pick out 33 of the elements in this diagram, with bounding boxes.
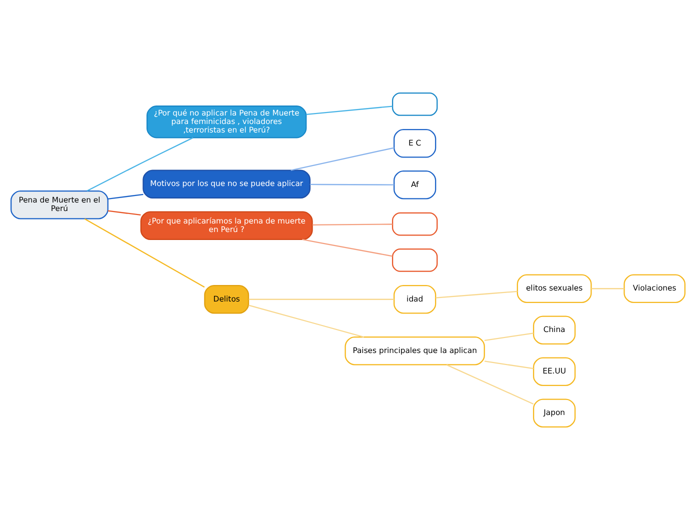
node-box: Japon bbox=[532, 398, 576, 428]
node-box: Delitos bbox=[204, 284, 250, 314]
connector bbox=[446, 364, 534, 405]
connector bbox=[310, 184, 394, 186]
connector bbox=[248, 298, 394, 300]
node-box: Af bbox=[394, 170, 436, 200]
connector bbox=[302, 238, 392, 257]
connector bbox=[108, 210, 141, 216]
connector bbox=[248, 304, 364, 338]
node-box: ¿Por qué no aplicar la Pena de Muerte para feminicidas , violadores ,terroristas en el Perú? bbox=[146, 106, 307, 138]
connector bbox=[436, 290, 518, 298]
connector bbox=[484, 332, 534, 342]
node-box: Violaciones bbox=[624, 274, 686, 304]
node-box: idad bbox=[394, 284, 436, 314]
node-box: Pena de Muerte en el Perú bbox=[10, 190, 108, 220]
connector bbox=[86, 137, 194, 192]
connector bbox=[306, 106, 392, 115]
connector bbox=[591, 288, 624, 290]
connector bbox=[484, 360, 534, 370]
node-box bbox=[392, 248, 438, 272]
node-box bbox=[392, 212, 438, 236]
node-box bbox=[392, 92, 438, 116]
connector bbox=[84, 218, 205, 288]
node-box: elitos sexuales bbox=[516, 274, 592, 304]
node-box: Paises principales que la aplican bbox=[344, 336, 485, 366]
node-box: Motivos por los que no se puede aplicar bbox=[142, 170, 311, 199]
node-box: EE.UU bbox=[532, 357, 576, 386]
connector bbox=[290, 147, 394, 171]
connector bbox=[312, 224, 392, 226]
connector bbox=[108, 194, 144, 200]
node-box: China bbox=[532, 316, 576, 345]
node-box: ¿Por que aplicaríamos la pena de muerte en Perú ? bbox=[140, 211, 313, 240]
node-box: E C bbox=[394, 129, 436, 158]
